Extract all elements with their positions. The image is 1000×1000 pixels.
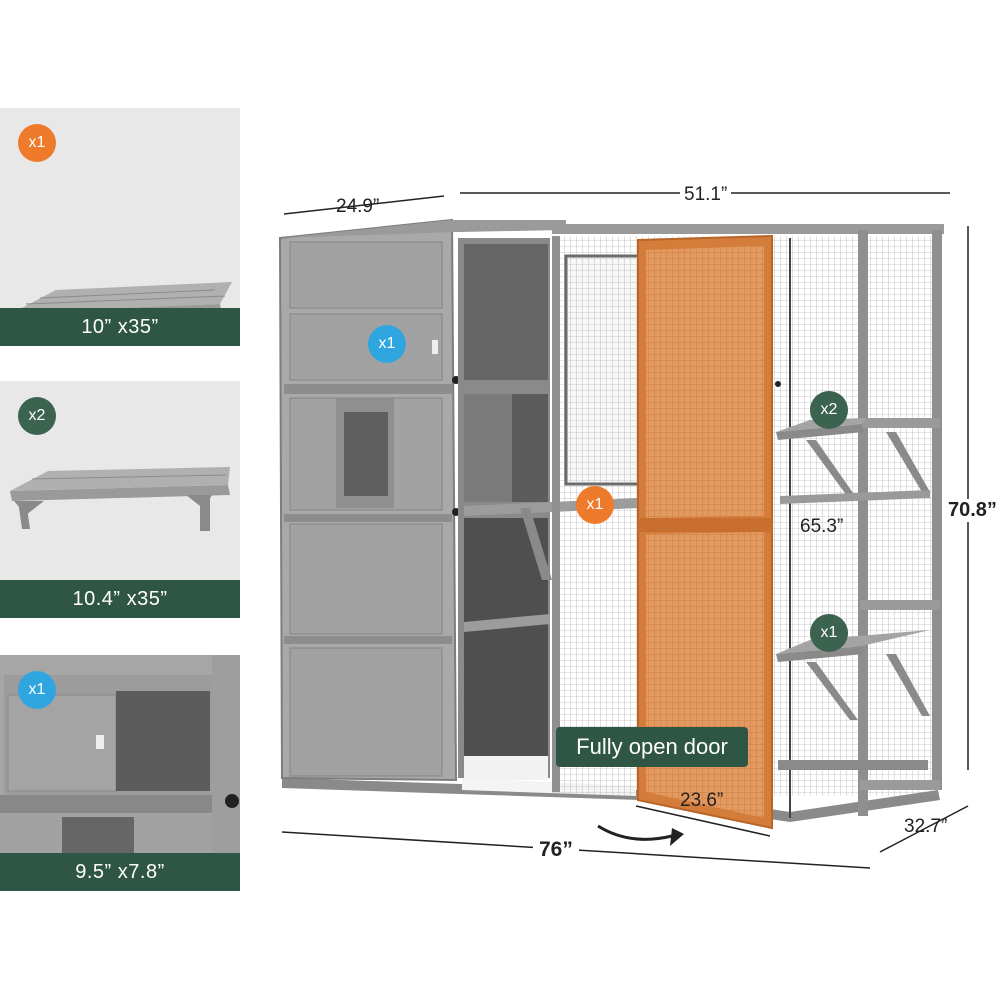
shelf-illustration-2 — [10, 467, 230, 531]
window-panel: x1 9.5” x7.8” — [0, 655, 240, 891]
shelf-panel-2: x2 10.4” x35” — [0, 381, 240, 618]
door-label: Fully open door — [556, 727, 748, 767]
depth-dimension-line — [283, 195, 445, 215]
bottom-depth-label: 32.7” — [904, 816, 948, 837]
depth-bottom-dimension-line — [879, 805, 969, 853]
quantity-badge: x1 — [18, 124, 56, 162]
right-shelf-top-badge: x2 — [810, 391, 848, 429]
bottom-length-label: 76” — [533, 838, 579, 862]
upper-box-badge: x1 — [368, 325, 406, 363]
door-dimension-line — [635, 805, 771, 837]
top-width-label: 51.1” — [680, 184, 732, 206]
size-label: 10” x35” — [0, 308, 240, 346]
top-depth-label: 24.9” — [336, 196, 380, 217]
shelf-panel-1: x1 10” x35” — [0, 108, 240, 346]
size-label: 10.4” x35” — [0, 580, 240, 618]
total-height-label: 70.8” — [946, 499, 999, 522]
size-label: 9.5” x7.8” — [0, 853, 240, 891]
door-shelf-badge: x1 — [576, 486, 614, 524]
right-shelf-bottom-badge: x1 — [810, 614, 848, 652]
door-width-label: 23.6” — [680, 790, 724, 811]
quantity-badge: x2 — [18, 397, 56, 435]
inner-height-label: 65.3” — [800, 516, 844, 537]
quantity-badge: x1 — [18, 671, 56, 709]
swing-arrow — [597, 824, 673, 841]
